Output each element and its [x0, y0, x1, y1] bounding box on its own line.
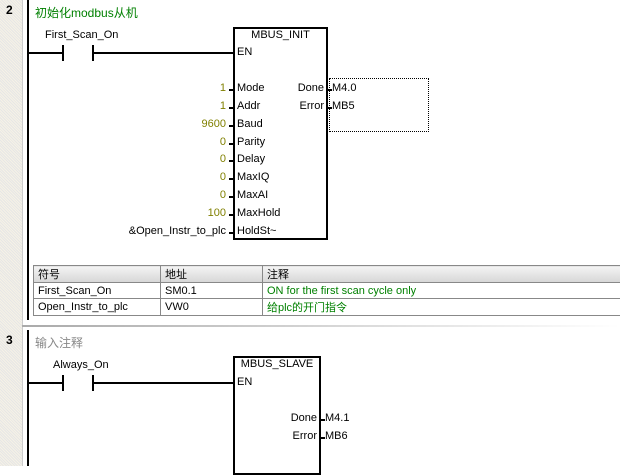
input-pin: Baud — [237, 118, 263, 130]
en-pin: EN — [237, 46, 252, 58]
output-value[interactable]: MB6 — [325, 430, 348, 442]
input-value[interactable]: &Open_Instr_to_plc — [106, 225, 226, 237]
block-title: MBUS_SLAVE — [233, 358, 321, 370]
symbol: Open_Instr_to_plc — [34, 299, 161, 316]
input-pin: Delay — [237, 153, 265, 165]
pin-stub — [229, 232, 234, 234]
comment: ON for the first scan cycle only — [263, 283, 620, 299]
address: VW0 — [161, 299, 263, 316]
input-value[interactable]: 1 — [106, 82, 226, 94]
address: SM0.1 — [161, 283, 263, 299]
output-pin: Error — [240, 430, 317, 442]
network-comment[interactable]: 初始化modbus从机 — [35, 4, 138, 21]
symbol: First_Scan_On — [34, 283, 161, 299]
contact-label: Always_On — [53, 359, 109, 371]
input-value[interactable]: 0 — [106, 136, 226, 148]
network-gutter — [0, 0, 23, 466]
contact-no-icon[interactable] — [62, 375, 64, 391]
output-value[interactable]: M4.0 — [332, 82, 356, 94]
contact-no-icon[interactable] — [62, 45, 64, 61]
input-pin: MaxAI — [237, 189, 268, 201]
input-value[interactable]: 0 — [106, 153, 226, 165]
input-value[interactable]: 100 — [106, 207, 226, 219]
comment: 给plc的开门指令 — [263, 299, 620, 316]
block-title: MBUS_INIT — [233, 29, 328, 41]
input-value[interactable]: 0 — [106, 171, 226, 183]
output-value[interactable]: M4.1 — [325, 412, 349, 424]
input-value[interactable]: 9600 — [106, 118, 226, 130]
wire — [28, 382, 63, 384]
pin-stub — [229, 178, 234, 180]
network-separator — [22, 325, 620, 327]
pin-stub — [229, 214, 234, 216]
output-pin: Done — [247, 82, 324, 94]
input-pin: HoldSt~ — [237, 225, 276, 237]
col-comment: 注释 — [263, 266, 620, 283]
input-pin: Parity — [237, 136, 265, 148]
wire — [93, 382, 233, 384]
input-pin: MaxIQ — [237, 171, 269, 183]
network-comment[interactable]: 输入注释 — [35, 334, 83, 351]
pin-stub — [229, 143, 234, 145]
output-value[interactable]: MB5 — [332, 100, 355, 112]
en-pin: EN — [237, 376, 252, 388]
pin-stub — [229, 107, 234, 109]
pin-stub — [229, 196, 234, 198]
wire — [93, 52, 233, 54]
power-rail — [27, 0, 29, 320]
pin-stub — [229, 125, 234, 127]
input-value[interactable]: 0 — [106, 189, 226, 201]
input-pin: MaxHold — [237, 207, 280, 219]
output-pin: Done — [240, 412, 317, 424]
network-number: 2 — [6, 3, 13, 17]
col-address: 地址 — [161, 266, 263, 283]
output-pin: Error — [247, 100, 324, 112]
contact-label: First_Scan_On — [45, 29, 118, 41]
col-symbol: 符号 — [34, 266, 161, 283]
network-number: 3 — [6, 333, 13, 347]
wire — [28, 52, 63, 54]
pin-stub — [229, 160, 234, 162]
input-value[interactable]: 1 — [106, 100, 226, 112]
pin-stub — [229, 89, 234, 91]
power-rail — [27, 330, 29, 466]
